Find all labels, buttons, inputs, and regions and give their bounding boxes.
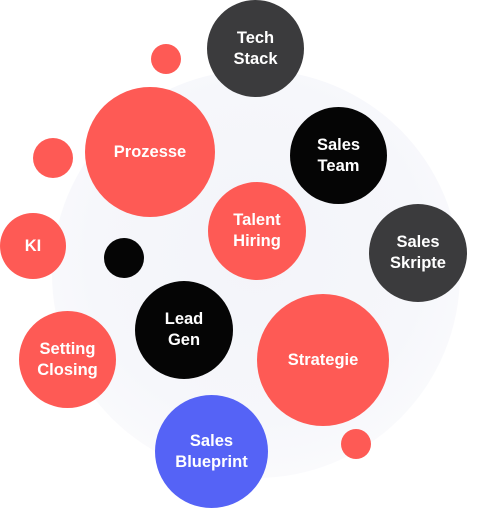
bubble-label: Setting Closing bbox=[37, 339, 98, 379]
bubble-setting-closing[interactable]: Setting Closing bbox=[19, 311, 116, 408]
bubble-sales-blueprint[interactable]: Sales Blueprint bbox=[155, 395, 268, 508]
bubble-sales-team[interactable]: Sales Team bbox=[290, 107, 387, 204]
bubble-label: KI bbox=[24, 236, 42, 255]
decorative-dot-left bbox=[33, 138, 73, 178]
decorative-dot-bottom bbox=[341, 429, 371, 459]
bubble-label: Sales Team bbox=[316, 135, 361, 175]
bubble-label: Talent Hiring bbox=[233, 211, 281, 250]
bubble-talent-hiring[interactable]: Talent Hiring bbox=[208, 182, 306, 280]
bubble-sales-skripte[interactable]: Sales Skripte bbox=[369, 204, 467, 302]
bubble-strategie[interactable]: Strategie bbox=[257, 294, 389, 426]
bubble-prozesse[interactable]: Prozesse bbox=[85, 87, 215, 217]
bubble-label: Prozesse bbox=[113, 142, 187, 161]
bubble-label: Sales Blueprint bbox=[175, 431, 248, 471]
bubble-label: Strategie bbox=[287, 350, 359, 369]
bubble-ki[interactable]: KI bbox=[0, 213, 66, 279]
bubble-tech-stack[interactable]: Tech Stack bbox=[207, 0, 304, 97]
bubble-label: Sales Skripte bbox=[390, 233, 446, 272]
bubble-label: Lead Gen bbox=[164, 310, 204, 349]
bubble-lead-gen[interactable]: Lead Gen bbox=[135, 281, 233, 379]
bubble-label: Tech Stack bbox=[233, 28, 278, 68]
decorative-dot-top bbox=[151, 44, 181, 74]
decorative-dot-center bbox=[104, 238, 144, 278]
